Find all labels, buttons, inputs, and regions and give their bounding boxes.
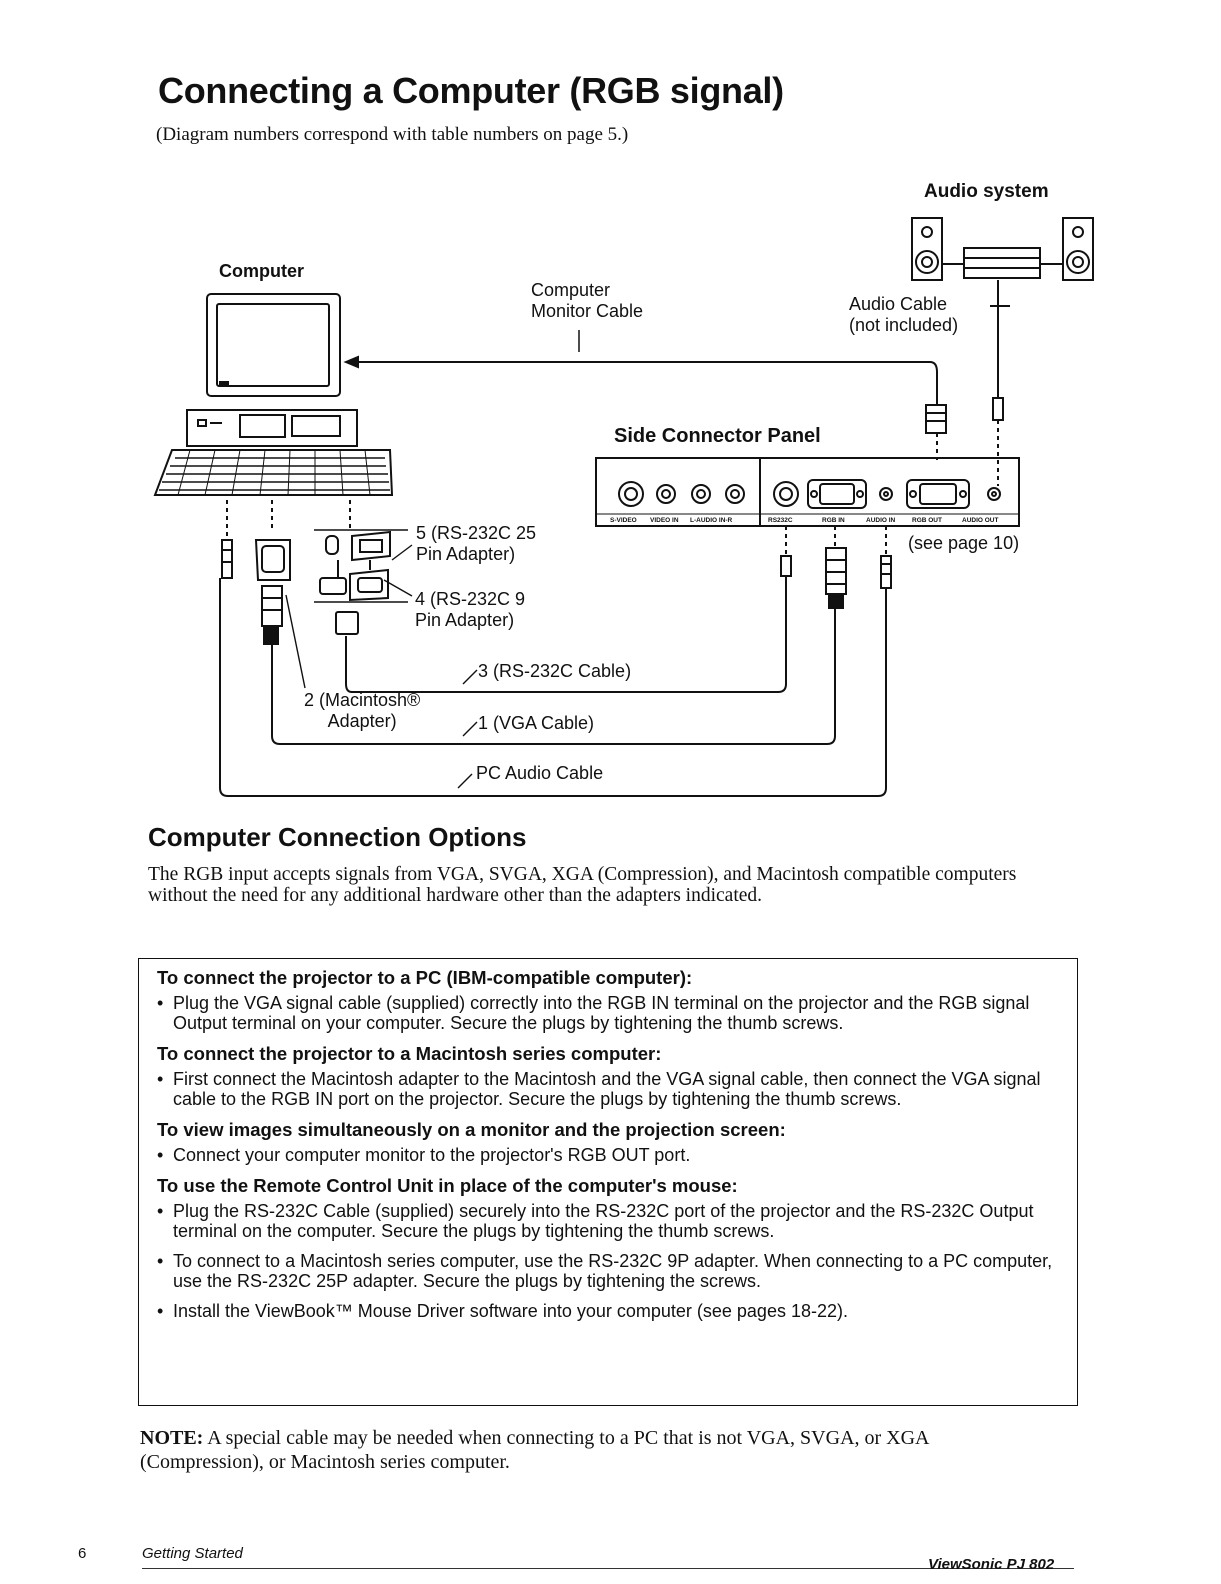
connection-diagram: S-VIDEO VIDEO IN L-AUDIO IN-R RS232C RGB… (153, 217, 1094, 797)
rs232c-adapters-graphic (314, 529, 413, 603)
section-monitor-heading: To view images simultaneously on a monit… (157, 1119, 786, 1140)
panel-label-video-in: VIDEO IN (650, 517, 679, 524)
panel-label-rs232c: RS232C (768, 517, 793, 524)
adapter5-label-line1: 5 (RS-232C 25 (416, 523, 537, 543)
panel-drop-lines (226, 500, 887, 556)
audio-cable-line (990, 280, 1010, 486)
audio-cable-label-line1: Audio Cable (849, 294, 948, 314)
adapter2-label-line2: Adapter) (327, 711, 397, 731)
section-remote-bullet-2: To connect to a Macintosh series compute… (157, 1251, 1062, 1291)
audio-cable-label-line2: (not included) (849, 315, 959, 335)
adapter4-label-line2: Pin Adapter) (415, 610, 515, 630)
side-panel-label: Side Connector Panel (614, 425, 821, 447)
footer-brand: ViewSonic PJ 802 (928, 1556, 1055, 1573)
monitor-cable-line (355, 330, 947, 460)
panel-label-audio-out: AUDIO OUT (962, 517, 999, 524)
rs232c-cable-line (335, 555, 792, 693)
footer-section: Getting Started (142, 1545, 243, 1562)
pc-audio-label: PC Audio Cable (476, 763, 604, 783)
page-subtitle: (Diagram numbers correspond with table n… (156, 124, 629, 145)
adapter5-label-line2: Pin Adapter) (416, 544, 516, 564)
label-leader-ticks (457, 669, 478, 789)
computer-label: Computer (219, 261, 304, 281)
adapter2-label: 2 (Macintosh® Adapter) (304, 690, 420, 732)
page-title: Connecting a Computer (RGB signal) (158, 70, 784, 111)
macintosh-adapter-graphic (254, 539, 306, 689)
monitor-cable-arrowhead (343, 355, 359, 369)
vga-cable-line (261, 547, 847, 745)
cable1-label: 1 (VGA Cable) (478, 713, 595, 733)
section-remote-bullet-1: Plug the RS-232C Cable (supplied) secure… (157, 1201, 1062, 1241)
pc-audio-cable-line (219, 539, 892, 797)
adapter4-label-line1: 4 (RS-232C 9 (415, 589, 526, 609)
page-number: 6 (78, 1545, 87, 1562)
audio-cable-label: Audio Cable (not included) (849, 294, 958, 336)
section-remote-bullet-3: Install the ViewBook™ Mouse Driver softw… (157, 1301, 1062, 1321)
adapter2-label-line1: 2 (Macintosh® (304, 690, 421, 710)
section-monitor-bullet: Connect your computer monitor to the pro… (157, 1145, 1062, 1165)
section-mac-heading: To connect the projector to a Macintosh … (157, 1043, 662, 1064)
note-text: A special cable may be needed when conne… (140, 1427, 929, 1473)
audio-system-graphic (911, 217, 1094, 281)
computer-case-graphic (186, 409, 358, 447)
monitor-cable-label-line1: Computer (531, 280, 611, 300)
monitor-graphic (206, 293, 341, 397)
note-paragraph: NOTE: A special cable may be needed when… (140, 1426, 1040, 1474)
adapter4-label: 4 (RS-232C 9 Pin Adapter) (415, 589, 525, 631)
options-box: To connect the projector to a PC (IBM-co… (138, 958, 1078, 1406)
panel-label-l-audio-in-r: L-AUDIO IN-R (690, 517, 733, 524)
options-box-content: To connect the projector to a PC (IBM-co… (157, 967, 1062, 1331)
section-pc-bullet: Plug the VGA signal cable (supplied) cor… (157, 993, 1062, 1033)
options-heading: Computer Connection Options (148, 822, 527, 852)
section-pc-heading: To connect the projector to a PC (IBM-co… (157, 967, 693, 988)
section-remote-heading: To use the Remote Control Unit in place … (157, 1175, 738, 1196)
panel-label-audio-in: AUDIO IN (866, 517, 896, 524)
section-mac-bullet: First connect the Macintosh adapter to t… (157, 1069, 1062, 1109)
panel-label-s-video: S-VIDEO (610, 517, 637, 524)
options-intro: The RGB input accepts signals from VGA, … (148, 864, 1017, 906)
adapter5-label: 5 (RS-232C 25 Pin Adapter) (416, 523, 536, 565)
side-panel-graphic (595, 457, 1020, 527)
panel-label-rgb-in: RGB IN (822, 517, 845, 524)
monitor-cable-label-line2: Monitor Cable (531, 301, 644, 321)
audio-system-label: Audio system (924, 181, 1049, 202)
cable3-label: 3 (RS-232C Cable) (478, 661, 632, 681)
keyboard-graphic (153, 449, 394, 496)
see-page-label: (see page 10) (908, 533, 1020, 553)
panel-label-rgb-out: RGB OUT (912, 517, 942, 524)
monitor-cable-label: Computer Monitor Cable (531, 280, 643, 322)
note-label: NOTE: (140, 1427, 204, 1449)
footer-rule (142, 1568, 1074, 1569)
